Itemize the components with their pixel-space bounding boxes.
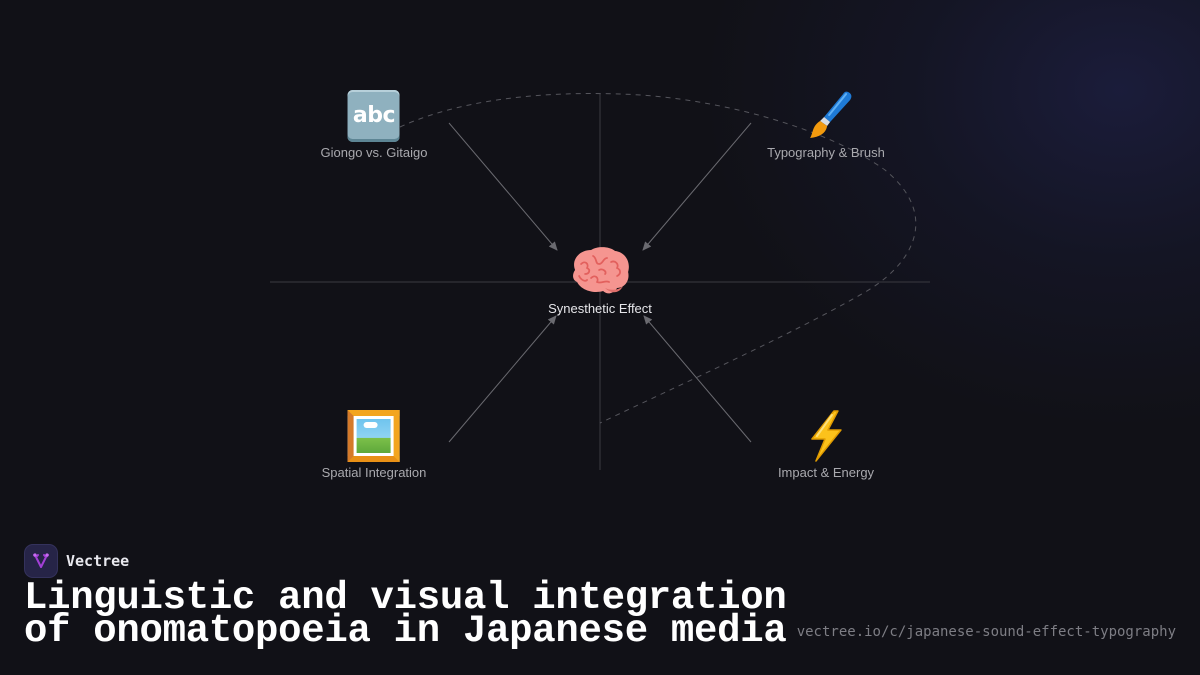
brand-name: Vectree <box>66 552 130 570</box>
arrow-bottom-left-to-center <box>448 315 557 443</box>
node-synesthetic-effect: Synesthetic Effect <box>548 244 652 316</box>
node-label-center: Synesthetic Effect <box>548 301 652 316</box>
title-line-2: of onomatopoeia in Japanese media <box>24 609 787 653</box>
brain-icon <box>567 244 633 300</box>
arrow-bottom-right-to-center <box>643 315 752 443</box>
framed-picture-icon <box>347 410 400 462</box>
abc-letters-icon: abc <box>347 90 400 142</box>
source-url: vectree.io/c/japanese-sound-effect-typog… <box>796 624 1176 640</box>
node-label: Giongo vs. Gitaigo <box>320 145 428 160</box>
node-giongo-vs-gitaigo: abc Giongo vs. Gitaigo <box>320 88 428 160</box>
node-label: Typography & Brush <box>767 145 885 160</box>
node-label: Spatial Integration <box>321 465 427 480</box>
paintbrush-icon <box>796 88 856 144</box>
arrow-top-left-to-center <box>448 122 558 251</box>
node-spatial-integration: Spatial Integration <box>321 408 427 480</box>
brand: Vectree <box>24 544 129 578</box>
title-line-1: Linguistic and visual integration <box>24 576 787 620</box>
node-label: Impact & Energy <box>777 465 875 480</box>
page-title: Linguistic and visual integration of ono… <box>24 576 787 653</box>
node-typography-brush: Typography & Brush <box>767 88 885 160</box>
lightning-bolt-icon <box>798 408 854 464</box>
vectree-logo-icon <box>24 544 58 578</box>
dashed-loop-curve <box>399 93 917 424</box>
arrow-top-right-to-center <box>642 122 752 251</box>
node-impact-energy: Impact & Energy <box>778 408 874 480</box>
